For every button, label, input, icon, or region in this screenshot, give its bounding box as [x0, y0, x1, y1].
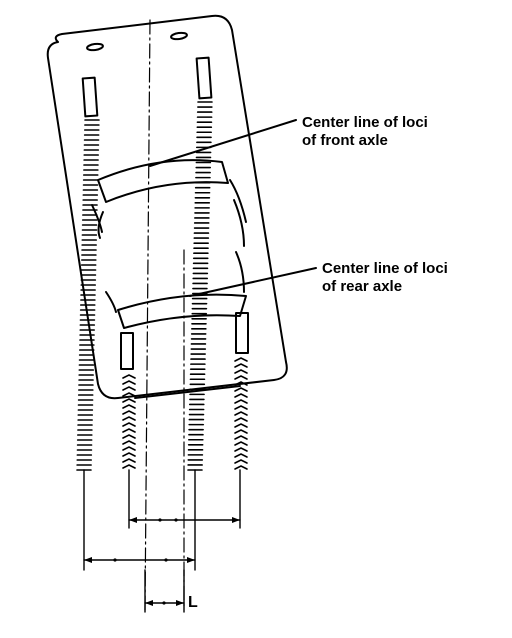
rear-left-track-mark: [122, 446, 136, 451]
rear-right-track-mark: [234, 465, 248, 470]
car-body-outline: [46, 14, 288, 400]
front-right-wheel: [195, 56, 213, 100]
right-rear-curve: [235, 251, 245, 293]
rear-left-track-mark: [122, 392, 136, 397]
rear-right-track-mark: [234, 381, 248, 386]
rear-axle-band: [117, 293, 247, 329]
centerline-front: [144, 19, 151, 611]
rear-right-track-mark: [234, 375, 248, 380]
rear-left-track-mark: [122, 422, 136, 427]
rear-left-track-mark: [122, 428, 136, 433]
rear-axle-leader-2: [134, 385, 241, 399]
rear-right-track-mark: [234, 363, 248, 368]
rear-left-track-mark: [122, 398, 136, 403]
rear-right-track-mark: [234, 453, 248, 458]
rear-right-track-mark: [234, 435, 248, 440]
rear-left-track-mark: [122, 416, 136, 421]
rear-right-track-mark: [234, 423, 248, 428]
rear-right-wheel: [235, 312, 249, 354]
right-front-side-curve-2: [233, 199, 245, 247]
arrow-ft-r: [187, 557, 195, 563]
dim-center-mark-3: [113, 558, 117, 562]
rear-left-track-mark: [122, 386, 136, 391]
rear-right-track-mark: [234, 387, 248, 392]
rear-right-track-mark: [234, 357, 248, 362]
front-hole-left: [86, 42, 104, 52]
rear-left-track-mark: [122, 464, 136, 469]
left-front-side-curve-2: [97, 211, 104, 239]
rear-right-track-mark: [234, 441, 248, 446]
rear-left-track-mark: [122, 434, 136, 439]
rear-left-track-mark: [122, 410, 136, 415]
rear-right-track-mark: [234, 429, 248, 434]
arrow-rt-l: [129, 517, 137, 523]
rear-axle-label-line1: Center line of loci: [322, 260, 448, 277]
front-axle-label-line1: Center line of loci: [302, 114, 428, 131]
front-hole-right: [170, 31, 188, 41]
rear-left-track-mark: [122, 380, 136, 385]
rear-right-track-mark: [234, 417, 248, 422]
rear-left-track-mark: [122, 452, 136, 457]
rear-right-track-mark: [234, 399, 248, 404]
front-axle-band: [97, 159, 229, 203]
dim-center-mark-4: [164, 558, 168, 562]
rear-left-wheel: [120, 332, 134, 370]
rear-left-track-mark: [122, 458, 136, 463]
front-axle-label-line2: of front axle: [302, 132, 388, 149]
left-front-side-curve: [91, 204, 103, 233]
left-rear-curve: [105, 291, 117, 313]
rear-left-track-mark: [122, 404, 136, 409]
tire-tracks: [76, 101, 248, 471]
arrow-ft-l: [84, 557, 92, 563]
rear-right-track-mark: [234, 459, 248, 464]
rear-axle-label-line2: of rear axle: [322, 278, 403, 295]
front-axle-label: Center line of loci of front axle: [302, 114, 428, 150]
rear-right-track-mark: [234, 411, 248, 416]
offset-dimension-label: L: [188, 594, 198, 611]
rear-right-track-mark: [234, 405, 248, 410]
rear-axle-leader: [189, 267, 317, 297]
dim-center-mark-1: [158, 518, 162, 522]
rear-left-track-mark: [122, 440, 136, 445]
rear-right-track-mark: [234, 447, 248, 452]
arrow-L-l: [145, 600, 153, 606]
rear-axle-label: Center line of loci of rear axle: [322, 260, 448, 296]
front-left-wheel: [81, 76, 99, 118]
arrow-rt-r: [232, 517, 240, 523]
front-axle-leader: [149, 119, 297, 167]
rear-right-track-mark: [234, 393, 248, 398]
dim-center-mark-5: [162, 601, 166, 605]
dim-center-mark-2: [174, 518, 178, 522]
right-front-side-curve: [229, 179, 247, 223]
arrow-L-r: [176, 600, 184, 606]
rear-right-track-mark: [234, 369, 248, 374]
rear-left-track-mark: [122, 374, 136, 379]
